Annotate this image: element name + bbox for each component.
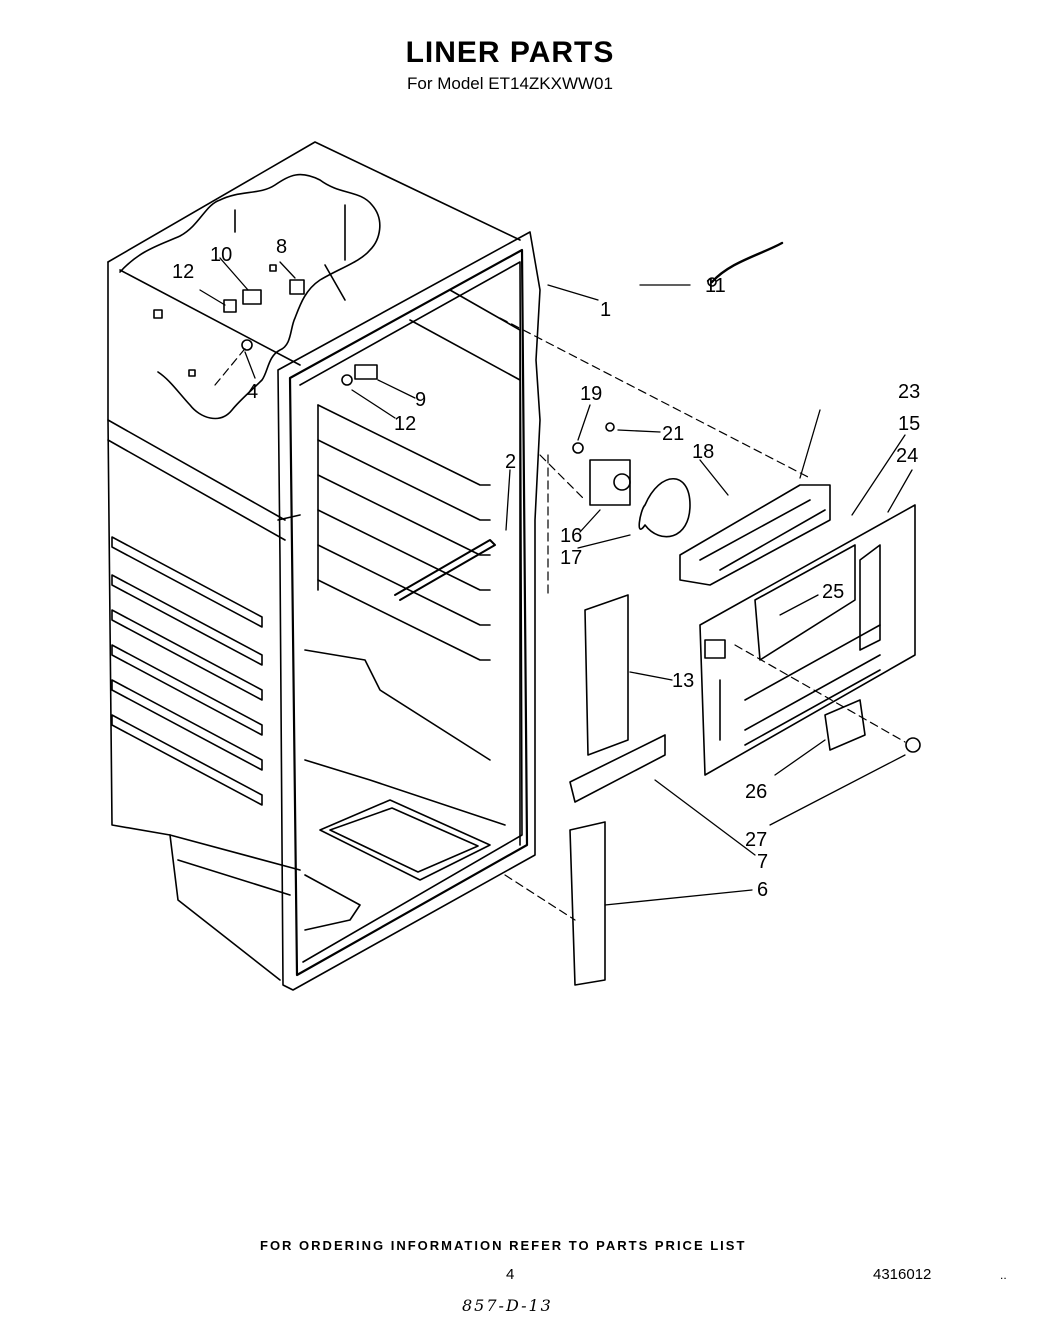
callout-label: 23 [898,381,920,403]
callout-label: 12 [172,261,194,283]
page-number: 4 [506,1266,515,1283]
callout-label: 26 [745,781,767,803]
corner-mark: .. [1000,1268,1007,1282]
evaporator-cover-panel [699,504,916,776]
callout-label: 1 [600,299,611,321]
callout-label: 10 [210,244,232,266]
cutaway-outline [119,173,381,420]
liner-shelf-rails [317,404,491,661]
liner-frame [277,231,541,991]
fan-housing-bracket [679,484,831,586]
refrigerator-cabinet [107,141,521,981]
callout-label: 13 [672,670,694,692]
callout-label: 17 [560,547,582,569]
callout-label: 2 [505,451,516,473]
callout-label: 6 [757,879,768,901]
callout-label: 21 [662,423,684,445]
callout-label: 12 [394,413,416,435]
baffle-7 [569,734,666,803]
fan-motor-assembly [572,422,691,538]
document-number: 4316012 [873,1266,932,1283]
wire-harness [710,241,784,284]
handwritten-note: 857-D-13 [462,1296,553,1315]
callout-leaders [199,257,913,906]
callout-label: 15 [898,413,920,435]
ordering-note: FOR ORDERING INFORMATION REFER TO PARTS … [260,1238,747,1253]
callout-label: 18 [692,441,714,463]
liner-clips [153,264,378,386]
callout-label: 9 [415,389,426,411]
callout-label: 24 [896,445,918,467]
callout-label: 27 [745,829,767,851]
page-title: LINER PARTS [405,36,615,69]
plug-27 [905,737,921,753]
air-duct-panel-13 [584,594,629,756]
callout-label: 8 [276,236,287,258]
side-vent-slots [111,536,263,806]
callout-label: 25 [822,581,844,603]
model-subtitle: For Model ET14ZKXWW01 [407,74,613,93]
callout-label: 11 [705,275,726,297]
callout-label: 16 [560,525,582,547]
callout-label: 4 [247,381,258,403]
callout-label: 19 [580,383,602,405]
fan-blade [638,478,691,538]
duct-panel-6 [569,821,606,986]
assembly-dash-lines [214,317,906,921]
callout-label: 7 [757,851,768,873]
plate-26 [824,699,866,751]
callout-labels: 1 2 4 6 7 8 9 10 11 12 12 13 15 16 17 18… [172,236,920,901]
